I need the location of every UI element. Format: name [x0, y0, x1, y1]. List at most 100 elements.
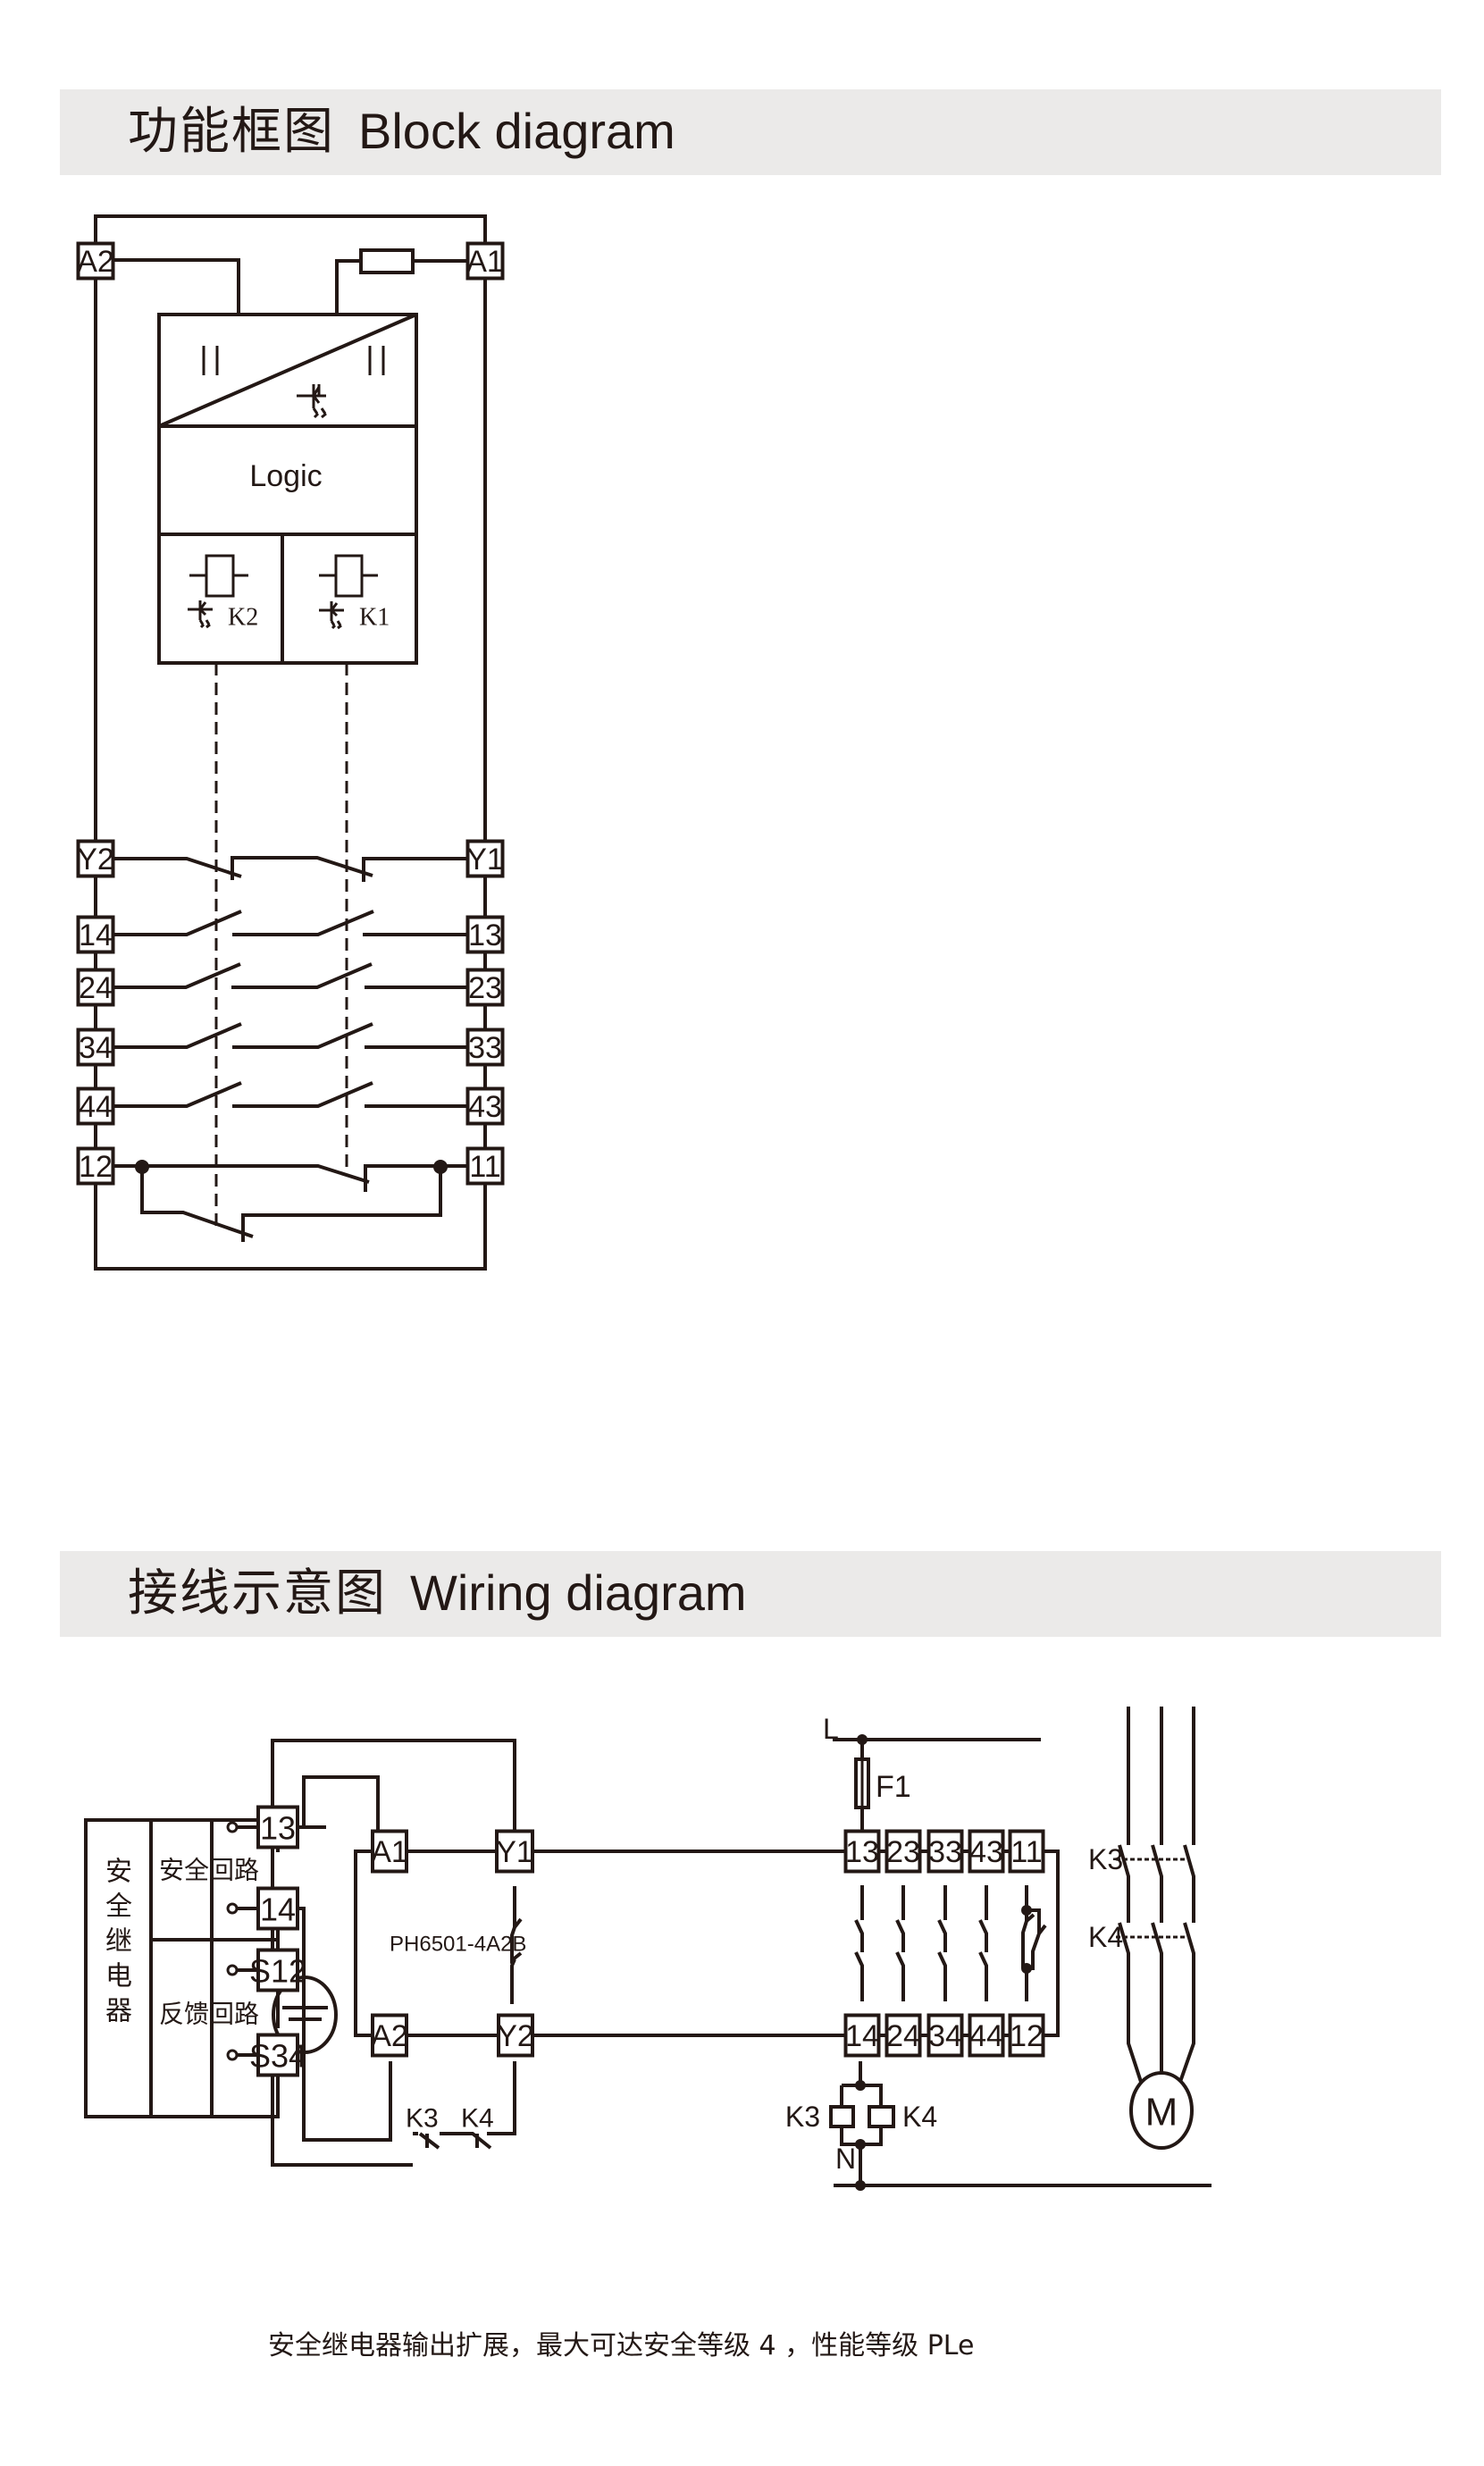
terminal-24-left[interactable]: 24 [76, 968, 115, 1007]
output-terminal-44[interactable]: 44 [968, 2013, 1005, 2058]
y1-nc-contact [362, 857, 467, 882]
output-terminal-43-label: 43 [969, 1835, 1003, 1869]
output-terminal-43[interactable]: 43 [968, 1829, 1005, 1874]
outer-top-wire [94, 214, 487, 243]
output-contacts [854, 1850, 1010, 2037]
relay-label-k1: K1 [359, 604, 390, 632]
wire-13-to-a1 [302, 1775, 380, 1831]
output-terminal-24[interactable]: 24 [885, 2013, 922, 2058]
output-terminal-11-label: 11 [1010, 1835, 1042, 1869]
terminal-44-left[interactable]: 44 [76, 1086, 115, 1126]
terminal-24-left-label: 24 [79, 971, 113, 1005]
sr-terminal-14[interactable]: 14 [256, 1886, 299, 1931]
terminal-12-left[interactable]: 12 [76, 1146, 115, 1186]
logic-label: Logic [249, 459, 322, 493]
junction-dot-12 [135, 1160, 149, 1174]
module-terminal-a1[interactable]: A1 [371, 1829, 408, 1874]
terminal-s34-connector[interactable] [226, 2049, 239, 2061]
terminal-33-right[interactable]: 33 [465, 1028, 505, 1067]
wire-y2-to-k4 [490, 2061, 516, 2135]
module-terminal-a2[interactable]: A2 [371, 2013, 408, 2058]
output-no-contact-33-34 [937, 1885, 947, 2001]
block-diagram: Logic K2 K1 [76, 214, 505, 1271]
no-contact-row-14-13 [113, 910, 467, 936]
terminal-y1-right-label: Y1 [466, 843, 504, 877]
caption: 安全继电器输出扩展，最大可达安全等级 4 ，性能等级 PLe [268, 2330, 975, 2361]
terminal-a1-right[interactable]: A1 [465, 241, 505, 281]
no-contact-row-24-23 [113, 962, 467, 989]
line-l-label: L [823, 1713, 839, 1745]
output-no-contact-43-44 [978, 1885, 988, 2001]
contactor-k3-label: K3 [1088, 1843, 1123, 1875]
relay-coil-k2-icon [189, 554, 248, 598]
safety-relay-label-char: 电 [105, 1961, 132, 1992]
coil-k3-label: K3 [785, 2101, 820, 2133]
output-terminal-14-label: 14 [845, 2019, 879, 2053]
terminal-14-left-label: 14 [79, 918, 113, 952]
terminal-14-left[interactable]: 14 [76, 915, 115, 954]
coil-k3-icon [829, 2105, 855, 2128]
k2-k1-nc-link [231, 856, 373, 880]
output-terminal-34[interactable]: 34 [926, 2013, 964, 2058]
terminal-34-left[interactable]: 34 [76, 1028, 115, 1067]
terminal-a2-left[interactable]: A2 [76, 241, 115, 281]
sr-terminal-s12-label: S12 [249, 1953, 306, 1990]
fuse-f1-label: F1 [876, 1770, 911, 1804]
module-terminal-y1[interactable]: Y1 [495, 1829, 534, 1874]
output-terminal-33-label: 33 [928, 1835, 962, 1869]
safety-relay-label-char: 全 [105, 1891, 132, 1923]
sr-terminal-14-label: 14 [260, 1891, 296, 1928]
terminal-34-left-label: 34 [79, 1031, 113, 1065]
terminal-43-right[interactable]: 43 [465, 1086, 505, 1126]
y1-y2-nc-contacts [510, 1886, 523, 2004]
sr-terminal-13-label: 13 [260, 1810, 296, 1847]
semiconductor-symbol-icon [297, 384, 327, 419]
safety-relay-label-char: 继 [105, 1926, 132, 1958]
wire-11-12-loop [1044, 1850, 1060, 2037]
terminal-23-right[interactable]: 23 [465, 968, 505, 1007]
output-terminal-23-label: 23 [886, 1835, 920, 1869]
sr-terminal-s34[interactable]: S34 [249, 2033, 306, 2077]
junction-dot-11 [433, 1160, 448, 1174]
terminal-a1-right-label: A1 [466, 245, 504, 279]
dc-symbol-left-icon [202, 346, 219, 375]
sr-terminal-s12[interactable]: S12 [249, 1948, 306, 1992]
terminal-13-connector[interactable] [226, 1821, 239, 1833]
terminal-14-connector[interactable] [226, 1902, 239, 1915]
terminal-y2-left[interactable]: Y2 [76, 839, 115, 878]
output-terminal-12-label: 12 [1010, 2019, 1044, 2053]
terminal-12-left-label: 12 [79, 1150, 113, 1184]
safety-relay-label-char: 器 [105, 1996, 132, 2027]
terminal-a2-left-label: A2 [77, 245, 114, 279]
motor-icon [1129, 2071, 1194, 2150]
terminal-33-right-label: 33 [468, 1031, 502, 1065]
output-terminal-12[interactable]: 12 [1008, 2013, 1045, 2058]
output-terminal-33[interactable]: 33 [926, 1829, 964, 1874]
terminal-y1-right[interactable]: Y1 [465, 839, 505, 878]
feedback-contacts-k3-k4 [413, 2132, 492, 2150]
wiring-diagram: 安全继电器 安全回路 反馈回路 PH6501-4A2B [84, 1707, 1212, 2191]
output-terminal-14[interactable]: 14 [843, 2013, 881, 2058]
output-terminal-11[interactable]: 11 [1008, 1829, 1045, 1874]
terminal-11-right[interactable]: 11 [465, 1146, 505, 1186]
wire-s34-feedback [232, 2053, 413, 2167]
module-terminal-y2[interactable]: Y2 [497, 2013, 534, 2058]
feedback-circuit-label: 反馈回路 [159, 2000, 259, 2029]
output-terminal-13[interactable]: 13 [843, 1829, 881, 1874]
sr-terminal-13[interactable]: 13 [256, 1805, 299, 1850]
relay-k2-semiconductor-icon [188, 600, 213, 629]
coil-k4-label: K4 [902, 2101, 937, 2133]
block-diagram-title-cn: 功能框图 [128, 103, 335, 161]
safety-relay-label: 安全继电器 [105, 1857, 132, 2027]
wiring-diagram-title-cn: 接线示意图 [128, 1564, 387, 1623]
output-terminal-44-label: 44 [969, 2019, 1003, 2053]
terminal-s12-connector[interactable] [226, 1964, 239, 1976]
output-terminal-24-label: 24 [886, 2019, 920, 2053]
terminal-13-right[interactable]: 13 [465, 915, 505, 954]
sr-terminal-s34-label: S34 [249, 2038, 306, 2075]
output-terminal-23[interactable]: 23 [885, 1829, 922, 1874]
feedback-contact-k4-label: K4 [461, 2104, 494, 2134]
